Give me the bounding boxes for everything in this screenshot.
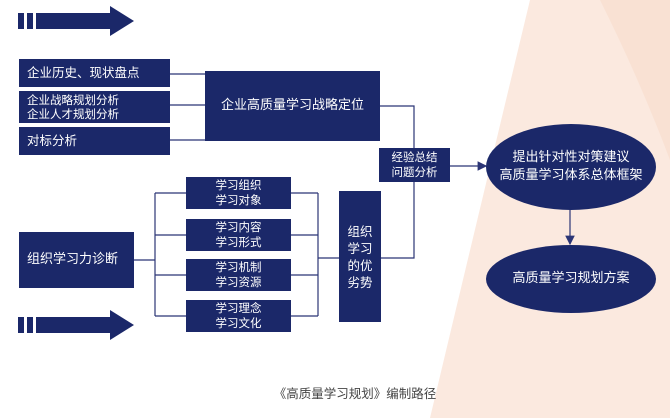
organizational-learning-diagnosis-label: 组织学习力诊断 [27, 252, 119, 267]
bottom-arrow-banner-icon [18, 310, 134, 340]
factor-label: 学习理念 学习文化 [215, 301, 262, 330]
strategic-positioning-label: 企业高质量学习战略定位 [220, 98, 364, 113]
strengths-weaknesses-label: 组织 学习 的优 劣势 [347, 223, 373, 290]
framework-oval: 提出针对性对策建议 高质量学习体系总体框架 [486, 124, 656, 210]
factor-label: 学习内容 学习形式 [215, 220, 262, 249]
input-history-status: 企业历史、现状盘点 [19, 59, 170, 87]
plan-label: 高质量学习规划方案 [512, 271, 630, 286]
factor-box: 学习内容 学习形式 [186, 219, 291, 251]
factor-label: 学习机制 学习资源 [215, 260, 262, 289]
figure-caption: 《高质量学习规划》编制路径 [273, 386, 437, 401]
factor-box: 学习理念 学习文化 [186, 300, 291, 332]
factor-box: 学习组织 学习对象 [186, 177, 291, 209]
strengths-weaknesses-box: 组织 学习 的优 劣势 [339, 191, 381, 322]
plan-oval: 高质量学习规划方案 [486, 245, 656, 313]
experience-summary-box: 经验总结 问题分析 [379, 148, 450, 182]
input-benchmark: 对标分析 [19, 127, 170, 155]
organizational-learning-diagnosis-box: 组织学习力诊断 [19, 232, 134, 288]
input-strategy-talent-label: 企业战略规划分析 企业人才规划分析 [27, 93, 119, 121]
factor-box: 学习机制 学习资源 [186, 259, 291, 291]
factor-label: 学习组织 学习对象 [215, 178, 262, 207]
top-arrow-banner-icon [18, 6, 134, 36]
input-history-status-label: 企业历史、现状盘点 [27, 65, 140, 80]
input-benchmark-label: 对标分析 [27, 133, 78, 148]
strategic-positioning-box: 企业高质量学习战略定位 [205, 71, 380, 141]
experience-summary-label: 经验总结 问题分析 [391, 150, 438, 179]
input-strategy-talent: 企业战略规划分析 企业人才规划分析 [19, 91, 170, 123]
framework-label: 提出针对性对策建议 高质量学习体系总体框架 [499, 150, 643, 183]
